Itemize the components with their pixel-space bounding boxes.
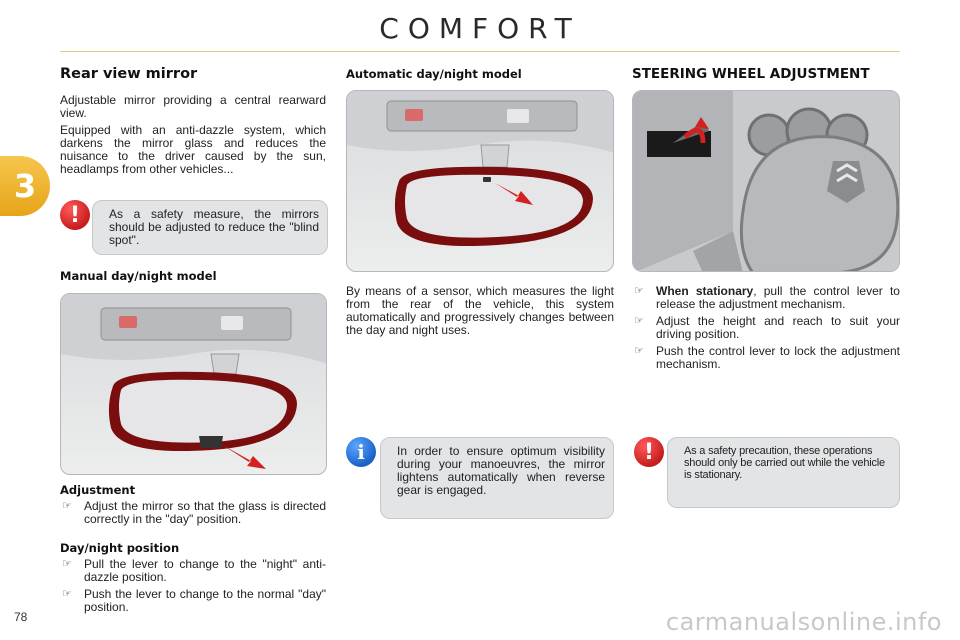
automatic-mirror-drawing xyxy=(347,91,613,247)
alert-icon: ! xyxy=(634,437,664,467)
warning-text: As a safety precaution, these operations… xyxy=(684,445,885,481)
manual-mirror-illustration xyxy=(60,293,327,475)
section-heading-steering-wheel: STEERING WHEEL ADJUSTMENT xyxy=(632,66,870,82)
info-text: In order to ensure optimum visibility du… xyxy=(397,444,605,497)
info-notice-reverse-gear: In order to ensure optimum visibility du… xyxy=(380,437,614,519)
automatic-model-heading: Automatic day/night model xyxy=(346,67,522,81)
intro-paragraph: Adjustable mirror providing a central re… xyxy=(60,93,326,120)
pointing-hand-icon: ☞ xyxy=(634,315,644,327)
pointing-hand-icon: ☞ xyxy=(62,558,72,570)
list-item: ☞Adjust the height and reach to suit you… xyxy=(634,314,900,341)
warning-notice-stationary: As a safety precaution, these operations… xyxy=(667,437,900,508)
pointing-hand-icon: ☞ xyxy=(634,345,644,357)
when-stationary-label: When stationary xyxy=(656,284,754,298)
warning-text: As a safety measure, the mirrors should … xyxy=(109,207,319,247)
pointing-hand-icon: ☞ xyxy=(634,285,644,297)
day-night-heading: Day/night position xyxy=(60,541,180,555)
manual-mirror-drawing xyxy=(61,294,326,469)
warning-notice-blind-spot: As a safety measure, the mirrors should … xyxy=(92,200,328,255)
watermark: carmanualsonline.info xyxy=(665,608,942,636)
section-heading-rear-view-mirror: Rear view mirror xyxy=(60,66,198,82)
list-item: ☞When stationary, pull the control lever… xyxy=(634,284,900,311)
page-title: COMFORT xyxy=(379,12,581,45)
sensor-description: By means of a sensor, which measures the… xyxy=(346,284,614,337)
anti-dazzle-paragraph: Equipped with an anti-dazzle system, whi… xyxy=(60,123,326,176)
list-item: ☞Pull the lever to change to the "night"… xyxy=(62,557,326,584)
manual-model-heading: Manual day/night model xyxy=(60,269,217,283)
alert-icon: ! xyxy=(60,200,90,230)
pointing-hand-icon: ☞ xyxy=(62,588,72,600)
steering-adjust-list: ☞When stationary, pull the control lever… xyxy=(632,285,900,375)
steering-wheel-drawing xyxy=(633,91,899,271)
adjustment-heading: Adjustment xyxy=(60,483,136,497)
automatic-mirror-illustration xyxy=(346,90,614,272)
day-night-list: ☞Pull the lever to change to the "night"… xyxy=(60,558,326,618)
info-icon: i xyxy=(346,437,376,467)
list-item: ☞Adjust the mirror so that the glass is … xyxy=(62,499,326,526)
header-divider xyxy=(60,51,900,52)
steering-wheel-illustration xyxy=(632,90,900,272)
adjustment-list: ☞Adjust the mirror so that the glass is … xyxy=(60,500,326,530)
list-item: ☞Push the lever to change to the normal … xyxy=(62,587,326,614)
pointing-hand-icon: ☞ xyxy=(62,500,72,512)
list-item: ☞Push the control lever to lock the adju… xyxy=(634,344,900,371)
page-number: 78 xyxy=(14,610,28,624)
chapter-tab: 3 xyxy=(0,156,50,216)
